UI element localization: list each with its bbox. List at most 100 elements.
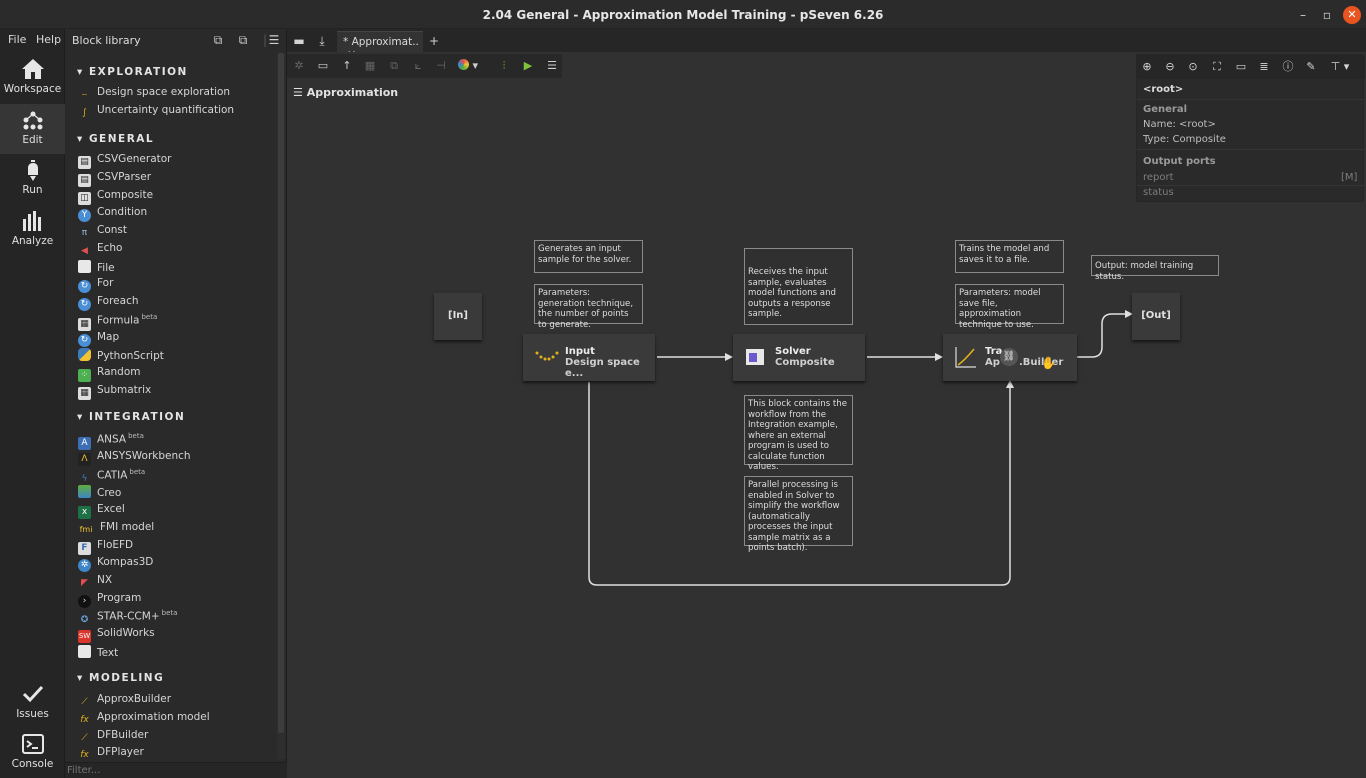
note-input-desc[interactable]: Generates an input sample for the solver… [534, 240, 643, 273]
list-item[interactable]: ⟋ApproxBuilder [78, 693, 171, 711]
run-play-icon[interactable]: ▶ [523, 59, 533, 72]
solver-block[interactable]: Solver Composite [733, 334, 865, 381]
settings-icon[interactable]: ✲ [294, 59, 304, 72]
category-general[interactable]: ▾ GENERAL [77, 133, 155, 145]
edit-icon[interactable]: ✎ [1306, 60, 1316, 73]
link-icon[interactable]: ⟀ [414, 59, 422, 72]
group-icon[interactable]: ▦ [364, 59, 376, 72]
category-modeling[interactable]: ▾ MODELING [77, 672, 165, 684]
restore-button[interactable]: ▫ [1322, 8, 1332, 22]
activity-edit[interactable]: Edit [0, 104, 65, 154]
list-item[interactable]: PythonScript [78, 348, 164, 366]
list-item[interactable]: Creo [78, 485, 121, 503]
activity-console[interactable]: Console [0, 728, 65, 778]
list-item[interactable]: ↻Foreach [78, 295, 139, 313]
kompas-icon: ✲ [78, 559, 91, 572]
note-solver-workflow[interactable]: This block contains the workflow from th… [744, 395, 853, 472]
workflow-canvas[interactable]: ✲ ▭ ↑ ▦ ⧉ ⟀ ⊣ ▾ ⫶ ▶ ☰ ☰ Approximation [I… [287, 52, 1366, 778]
scroll-thumb[interactable] [278, 53, 284, 733]
comment-icon[interactable]: ▭ [317, 59, 329, 72]
info-icon[interactable]: ⓘ [1282, 60, 1294, 73]
list-item[interactable]: ◤NX [78, 574, 112, 592]
arrow-up-icon[interactable]: ↑ [342, 59, 352, 72]
note-solver-parallel[interactable]: Parallel processing is enabled in Solver… [744, 476, 853, 553]
approx-builder-icon: ⟋ [81, 697, 88, 707]
list-item[interactable]: ∫Uncertainty quantification [78, 104, 234, 122]
list-icon[interactable]: ≣ [1259, 60, 1269, 73]
list-item[interactable]: ▤CSVParser [78, 171, 151, 189]
input-port-block[interactable]: [In] [434, 293, 482, 340]
align-icon[interactable]: ⊣ [436, 59, 446, 72]
inspector-type: Type: Composite [1143, 134, 1226, 145]
list-item[interactable]: ▤CSVGenerator [78, 153, 172, 171]
paste-icon[interactable]: ⧉ [238, 33, 248, 47]
color-palette-icon[interactable]: ▾ [457, 58, 479, 74]
list-item[interactable]: ↻Map [78, 331, 119, 349]
download-icon[interactable]: ⤓ [319, 34, 325, 48]
library-scrollbar[interactable] [277, 53, 285, 759]
note-input-params[interactable]: Parameters: generation technique, the nu… [534, 284, 643, 330]
zoom-in-icon[interactable]: ⊕ [1142, 60, 1152, 73]
category-integration[interactable]: ▾ INTEGRATION [77, 411, 186, 423]
list-item[interactable]: ⁘Random [78, 366, 140, 384]
category-exploration[interactable]: ▾ EXPLORATION [77, 66, 188, 78]
zoom-out-icon[interactable]: ⊖ [1165, 60, 1175, 73]
activity-issues[interactable]: Issues [0, 678, 65, 728]
zoom-reset-icon[interactable]: ⊙ [1188, 60, 1198, 73]
menu-file[interactable]: File [8, 33, 27, 46]
activity-analyze[interactable]: Analyze [0, 205, 65, 255]
note-solver-desc[interactable]: Receives the input sample, evaluates mod… [744, 248, 853, 325]
input-block[interactable]: Input Design space e... [523, 334, 655, 381]
note-output[interactable]: Output: model training status. [1091, 255, 1219, 282]
close-window-button[interactable]: ✕ [1343, 6, 1361, 24]
list-item[interactable]: ✪STAR-CCM+beta [78, 609, 178, 627]
train-block[interactable]: Tra Ap .Builder ⛓ ✋ [943, 334, 1077, 381]
minimize-button[interactable]: – [1300, 8, 1306, 22]
activity-run[interactable]: Run [0, 154, 65, 204]
add-tab-button[interactable]: + [428, 34, 440, 48]
list-item[interactable]: ▦Submatrix [78, 384, 151, 402]
list-item[interactable]: Text [78, 645, 118, 663]
library-menu-icon[interactable]: ☰ [268, 33, 280, 47]
list-item[interactable]: ◀Echo [78, 242, 122, 260]
breadcrumb[interactable]: ☰ Approximation [293, 86, 399, 99]
note-train-desc[interactable]: Trains the model and saves it to a file. [955, 240, 1064, 273]
toolbar-menu-icon[interactable]: ☰ [547, 59, 557, 72]
port-status[interactable]: status [1143, 187, 1174, 198]
ungroup-icon[interactable]: ⧉ [390, 59, 398, 72]
port-report[interactable]: report [1143, 172, 1174, 183]
tab-approximation[interactable]: * Approximat.. ✕ [337, 31, 423, 61]
output-port-block[interactable]: [Out] [1132, 293, 1180, 340]
sliders-icon[interactable]: ⫶ [502, 59, 506, 72]
activity-workspace[interactable]: Workspace [0, 53, 65, 103]
menu-help[interactable]: Help [36, 33, 62, 46]
copy-icon[interactable]: ⧉ [213, 33, 223, 47]
list-item[interactable]: File [78, 260, 115, 278]
function-icon: fx [80, 750, 89, 760]
note-train-params[interactable]: Parameters: model save file, approximati… [955, 284, 1064, 330]
filter-input[interactable] [67, 765, 257, 776]
list-item[interactable]: ◫Composite [78, 189, 153, 207]
open-folder-icon[interactable]: ▬ [293, 34, 305, 48]
link-badge-icon[interactable]: ⛓ [1000, 348, 1018, 366]
comment-icon[interactable]: ▭ [1235, 60, 1247, 73]
list-item[interactable]: ✲Kompas3D [78, 556, 153, 574]
fit-view-icon[interactable]: ⛶ [1213, 60, 1221, 73]
list-item[interactable]: ›Program [78, 592, 141, 610]
hierarchy-icon[interactable]: ⊤ ▾ [1330, 60, 1350, 73]
list-item[interactable]: ⟋DFBuilder [78, 729, 148, 747]
list-item[interactable]: ⌣Design space exploration [78, 86, 231, 104]
list-item[interactable]: ↻For [78, 277, 113, 295]
